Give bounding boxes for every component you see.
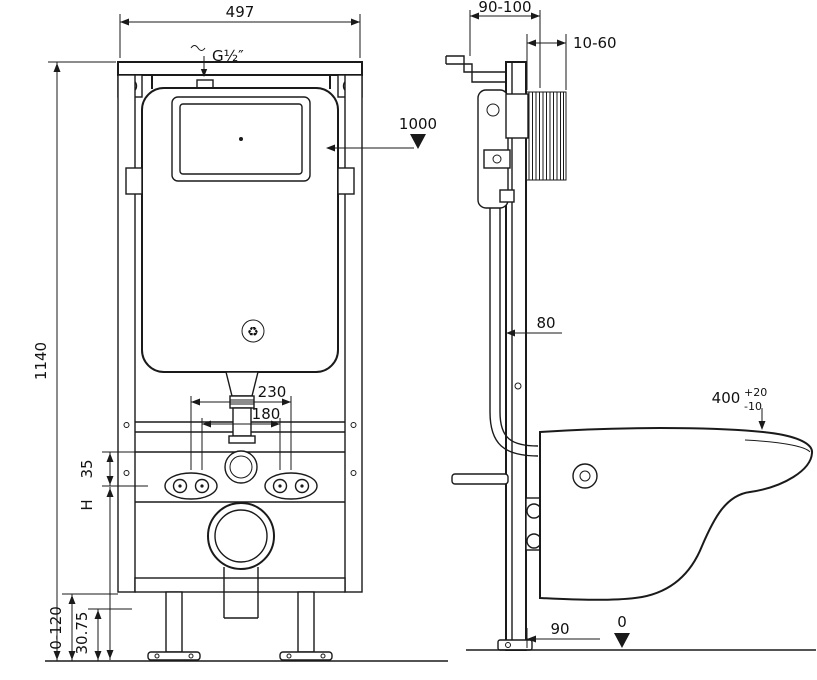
dim-width: 497: [119, 3, 361, 58]
front-view: ♻: [32, 3, 448, 662]
side-bracket-left: [125, 167, 143, 195]
frame-rail-right: [344, 74, 363, 593]
flush-pipe-rib-lines: [230, 399, 254, 405]
floor-level-marker: 0: [614, 613, 630, 648]
dim-bracket-offset: 35: [78, 451, 148, 487]
dim-400-label: 400: [712, 389, 741, 407]
leg-left: [165, 591, 183, 653]
dim-height-h: H: [78, 487, 114, 660]
dim-h-label: H: [78, 499, 96, 510]
fixing-bolt-lower: [526, 533, 542, 549]
dim-bolt-spacing-outer: 230: [190, 383, 292, 470]
toilet-inlet-inner: [579, 470, 591, 482]
cistern-side: [477, 89, 509, 209]
frame-top-rail: [117, 61, 363, 76]
level-callout-1000: 1000: [326, 115, 437, 152]
water-inlet-icon: [190, 45, 206, 51]
waste-outlet-inner: [214, 509, 268, 563]
dim-height-label: 1140: [32, 342, 50, 380]
water-inlet-callout: G½″: [190, 45, 244, 77]
dim-400-tol-plus: +20: [744, 386, 767, 399]
side-bracket-right: [337, 167, 355, 195]
dim-80-label: 80: [536, 314, 555, 332]
dim-width-label: 497: [226, 3, 255, 21]
frame-bottom-rail: [134, 577, 346, 593]
pipe-clip-side: [499, 189, 515, 203]
toilet-inlet-circle: [572, 463, 598, 489]
fixing-plate-right: [264, 472, 318, 500]
frame-rail-holes: [123, 422, 357, 476]
dim-frame-depth: 90-100: [469, 0, 541, 88]
dim-30-75-label: 30.75: [73, 612, 91, 655]
dim-bolt-spacing-inner: 180: [201, 405, 281, 470]
fixing-bolt-upper: [526, 503, 542, 519]
flush-pipe-lower: [232, 407, 252, 437]
waste-pipe: [223, 567, 259, 619]
waste-outlet-outer: [207, 502, 275, 570]
fixing-bolts: [172, 478, 310, 494]
cistern-hanger-straps: [151, 75, 331, 89]
dim-foot-height: 30.75: [73, 608, 132, 661]
wall-bracket: [445, 55, 506, 83]
foot-plate-holes: [154, 653, 326, 659]
dim-90-label: 90: [550, 620, 569, 638]
access-window-dot: [239, 137, 243, 141]
foot-plate-right: [279, 651, 333, 661]
water-inlet-label: G½″: [212, 47, 244, 65]
flush-pipe-taper: [225, 371, 259, 397]
dim-180-label: 180: [252, 405, 281, 423]
cistern-bracket-bolt: [492, 154, 502, 164]
foot-plate-left: [147, 651, 201, 661]
dim-35-label: 35: [78, 459, 96, 478]
flush-pipe-end: [228, 435, 256, 444]
side-view: 90-100 10-60 80 400 +20 -10 90: [445, 0, 816, 651]
dim-0-120-label: 0-120: [47, 606, 65, 650]
dim-height: 1140: [32, 61, 116, 661]
cistern-bracket-side: [483, 149, 511, 169]
recycle-icon-glyph: ♻: [247, 325, 259, 340]
dim-10-60-label: 10-60: [573, 34, 617, 52]
leg-right: [297, 591, 315, 653]
recycle-icon: ♻: [241, 319, 265, 343]
dim-90-100-label: 90-100: [478, 0, 531, 16]
dim-230-label: 230: [258, 383, 287, 401]
flush-pipe-side: [489, 208, 539, 457]
flush-unit-side: [505, 93, 529, 139]
valve-circle: [486, 103, 500, 117]
dim-400-tol-minus: -10: [744, 400, 762, 413]
frame-foot-bolt: [505, 642, 511, 648]
wall-hatch: [528, 92, 564, 180]
dim-wall-finish: 10-60: [526, 34, 617, 90]
level-1000-label: 1000: [399, 115, 437, 133]
toilet-bowl: [539, 427, 813, 601]
profile-bolt-mid: [514, 382, 522, 390]
dim-pipe-offset: 80: [506, 314, 562, 337]
support-bracket: [451, 473, 509, 485]
dim-floor-depth: 90: [526, 620, 600, 648]
dim-foot-adjust: 0-120: [47, 593, 118, 661]
water-connection-inner: [229, 455, 253, 479]
toilet-rim-line: [744, 439, 811, 453]
floor-level-label: 0: [617, 613, 627, 631]
frame-rail-left: [117, 74, 136, 593]
dim-bowl-height: 400 +20 -10: [712, 386, 767, 430]
